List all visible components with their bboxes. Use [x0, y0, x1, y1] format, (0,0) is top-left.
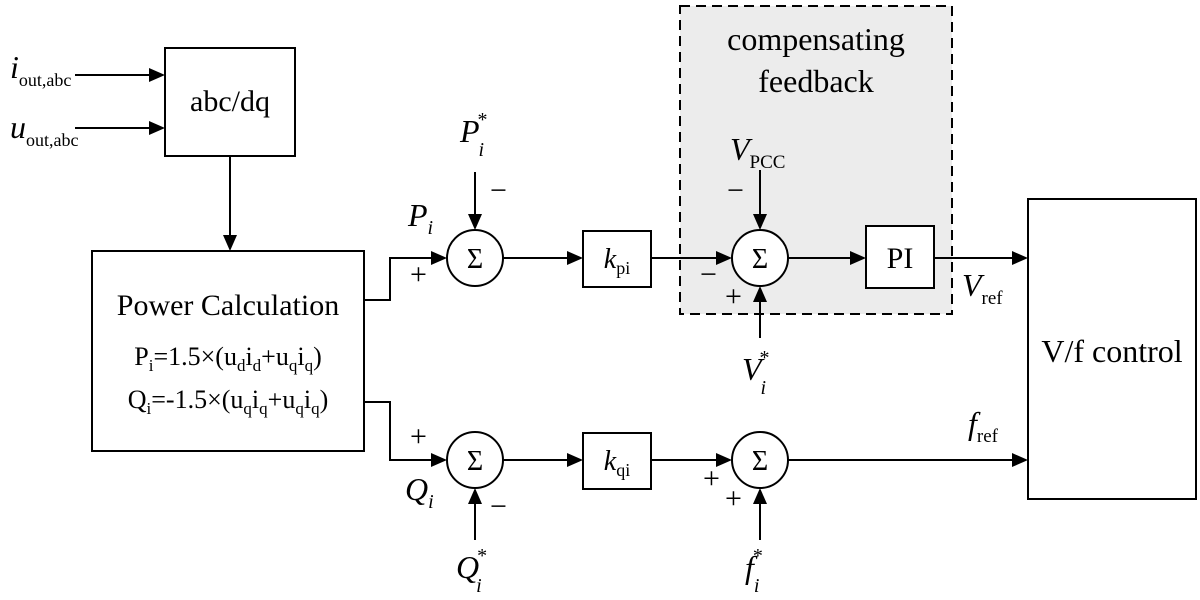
arrow-v-pcc	[753, 214, 767, 230]
arrow-into-sum-f	[716, 453, 732, 467]
sign-plus-p: +	[410, 258, 427, 291]
power-calculation-block	[91, 250, 365, 452]
label-f-ref-in: f*i	[745, 545, 763, 597]
wire-power-to-sum-q	[364, 401, 433, 461]
label-p-ref: P*i	[459, 109, 488, 161]
sign-plus-v-ref: +	[725, 280, 742, 313]
vf-control-block	[1027, 198, 1197, 500]
compensating-label-line1: compensating	[727, 21, 905, 57]
arrow-into-kqi	[567, 453, 583, 467]
label-q-ref: Q*i	[456, 545, 487, 597]
arrow-into-sum-v	[716, 251, 732, 265]
kpi-label: kpi	[604, 244, 630, 278]
power-calculation-title: Power Calculation	[117, 289, 339, 322]
sign-plus-kqi: +	[703, 462, 720, 495]
label-p-i: Pi	[407, 197, 433, 239]
power-equation-q: Qi=-1.5×(uqiq+uqiq)	[128, 385, 328, 418]
sign-minus-v-feedback: −	[700, 258, 717, 291]
label-u-out: uout,abc	[10, 109, 78, 150]
label-v-pcc: VPCC	[730, 131, 785, 173]
kqi-label: kqi	[604, 446, 630, 480]
sum-symbol-f: Σ	[752, 446, 768, 477]
sum-symbol-v: Σ	[752, 244, 768, 275]
arrow-abc-to-power	[223, 235, 237, 251]
signal-wires	[75, 74, 1014, 540]
vf-control-label: V/f control	[1041, 333, 1182, 369]
sign-plus-q: +	[410, 420, 427, 453]
abc-dq-label: abc/dq	[190, 85, 270, 118]
arrow-f-ref-in	[753, 488, 767, 504]
kqi-gain-block	[582, 432, 652, 490]
sign-minus-q-ref: −	[490, 490, 507, 523]
arrow-q-ref	[468, 488, 482, 504]
arrow-into-sum-q	[431, 453, 447, 467]
pi-label: PI	[887, 242, 914, 275]
label-v-ref: Vref	[962, 267, 1003, 309]
label-f-ref: fref	[968, 405, 999, 447]
label-i-out: iout,abc	[10, 49, 71, 90]
arrow-p-ref	[468, 214, 482, 230]
arrow-f-ref-out	[1012, 453, 1028, 467]
power-equation-p: Pi=1.5×(udid+uqiq)	[134, 342, 322, 375]
arrow-into-sum-p	[431, 251, 447, 265]
arrow-into-pi	[850, 251, 866, 265]
wire-power-to-sum-p	[364, 257, 433, 301]
label-q-i: Qi	[405, 471, 434, 513]
compensating-label-line2: feedback	[758, 63, 873, 99]
sign-minus-v-pcc: −	[727, 174, 744, 207]
label-v-ref-in: V*i	[742, 347, 770, 399]
abc-dq-block	[164, 47, 296, 157]
pi-controller-block	[865, 225, 935, 289]
arrow-into-kpi	[567, 251, 583, 265]
arrow-v-ref-out	[1012, 251, 1028, 265]
sum-symbol-q: Σ	[467, 446, 483, 477]
arrow-u-out	[149, 121, 165, 135]
sign-plus-f-ref: +	[725, 482, 742, 515]
arrow-i-out	[149, 68, 165, 82]
arrow-v-ref-in	[753, 286, 767, 302]
sum-symbol-p: Σ	[467, 244, 483, 275]
signal-arrows	[149, 68, 1028, 504]
sign-minus-p-ref: −	[490, 174, 507, 207]
